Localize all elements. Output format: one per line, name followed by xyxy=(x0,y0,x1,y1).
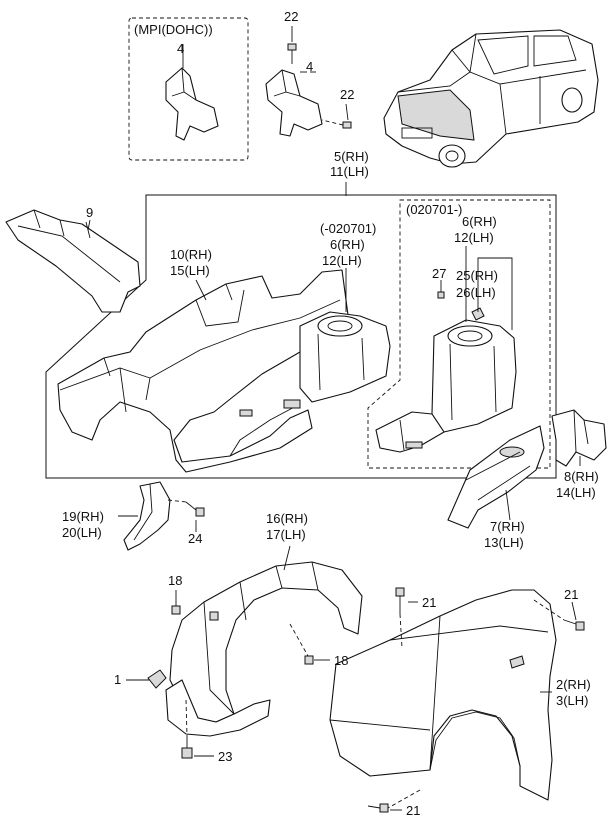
bolt-22-top xyxy=(287,26,297,64)
label-23: 23 xyxy=(218,749,233,764)
label-6-rh-a: 6(RH) xyxy=(330,237,365,252)
leader-21b xyxy=(571,601,577,621)
label-1: 1 xyxy=(114,672,122,687)
clip-25 xyxy=(471,304,485,321)
leader-10 xyxy=(195,279,207,301)
bolt-24 xyxy=(185,501,205,517)
mpi-dohc-box xyxy=(128,17,249,161)
label-12-lh-b: 12(LH) xyxy=(454,230,494,245)
label-27: 27 xyxy=(432,266,447,281)
leader-21-bottom xyxy=(387,789,421,809)
clip-23 xyxy=(181,736,193,759)
label-21-a: 21 xyxy=(422,595,437,610)
side-member-10 xyxy=(57,269,351,473)
label-range-a: (-020701) xyxy=(320,221,377,236)
bolt-21-bottom xyxy=(367,803,389,813)
label-15-lh: 15(LH) xyxy=(170,263,210,278)
label-16-rh: 16(RH) xyxy=(266,511,308,526)
label-18-b: 18 xyxy=(334,653,349,668)
label-9: 9 xyxy=(86,205,94,220)
leader-23 xyxy=(185,699,188,737)
leader-16 xyxy=(283,545,291,571)
front-fender-2 xyxy=(329,589,557,801)
label-21-b: 21 xyxy=(564,587,579,602)
label-4-a: 4 xyxy=(177,41,185,56)
rail-9 xyxy=(5,209,141,313)
label-22-a: 22 xyxy=(284,9,299,24)
leader-7 xyxy=(505,489,511,521)
vehicle-illustration xyxy=(383,29,599,168)
label-4-b: 4 xyxy=(306,59,314,74)
bracket-8 xyxy=(551,409,607,467)
leader-9 xyxy=(87,219,91,231)
label-3-lh: 3(LH) xyxy=(556,693,589,708)
range-b-box xyxy=(367,199,551,469)
label-2-rh: 2(RH) xyxy=(556,677,591,692)
apron-6-early xyxy=(299,311,391,403)
label-11-lh: 11(LH) xyxy=(330,164,369,179)
screw-18-top xyxy=(171,598,181,615)
label-24: 24 xyxy=(188,531,203,546)
leader-18 xyxy=(289,623,309,657)
label-range-b: (020701-) xyxy=(406,202,463,217)
label-8-rh: 8(RH) xyxy=(564,469,599,484)
leader-25-26 xyxy=(477,257,513,330)
label-22-b: 22 xyxy=(340,87,355,102)
bolt-22-side xyxy=(321,103,352,129)
label-20-lh: 20(LH) xyxy=(62,525,102,540)
bracket-4 xyxy=(265,69,323,137)
panel-7 xyxy=(447,425,545,529)
apron-6-late xyxy=(375,319,517,453)
label-5-rh: 5(RH) xyxy=(334,149,369,164)
clip-1 xyxy=(147,669,167,689)
apron-assembly-box xyxy=(45,194,557,479)
leader-21-right xyxy=(533,599,565,621)
screw-27 xyxy=(437,284,445,299)
label-10-rh: 10(RH) xyxy=(170,247,212,262)
inner-fender-16 xyxy=(165,561,363,737)
label-mpi-dohc: (MPI(DOHC)) xyxy=(134,22,213,37)
label-17-lh: 17(LH) xyxy=(266,527,306,542)
screw-18-bottom xyxy=(304,655,314,665)
label-19-rh: 19(RH) xyxy=(62,509,104,524)
label-12-lh-a: 12(LH) xyxy=(322,253,362,268)
leader-21-top xyxy=(399,613,403,649)
bolt-21-right xyxy=(563,619,585,631)
label-7-rh: 7(RH) xyxy=(490,519,525,534)
label-6-rh-b: 6(RH) xyxy=(462,214,497,229)
label-26-lh: 26(LH) xyxy=(456,285,496,300)
label-14-lh: 14(LH) xyxy=(556,485,596,500)
leader-24 xyxy=(167,499,187,503)
label-18-a: 18 xyxy=(168,573,183,588)
bracket-19 xyxy=(123,481,171,551)
label-25-rh: 25(RH) xyxy=(456,268,498,283)
bolt-21-top xyxy=(395,587,405,614)
bracket-4-mpi xyxy=(165,56,219,141)
label-13-lh: 13(LH) xyxy=(484,535,524,550)
label-21-c: 21 xyxy=(406,803,421,818)
